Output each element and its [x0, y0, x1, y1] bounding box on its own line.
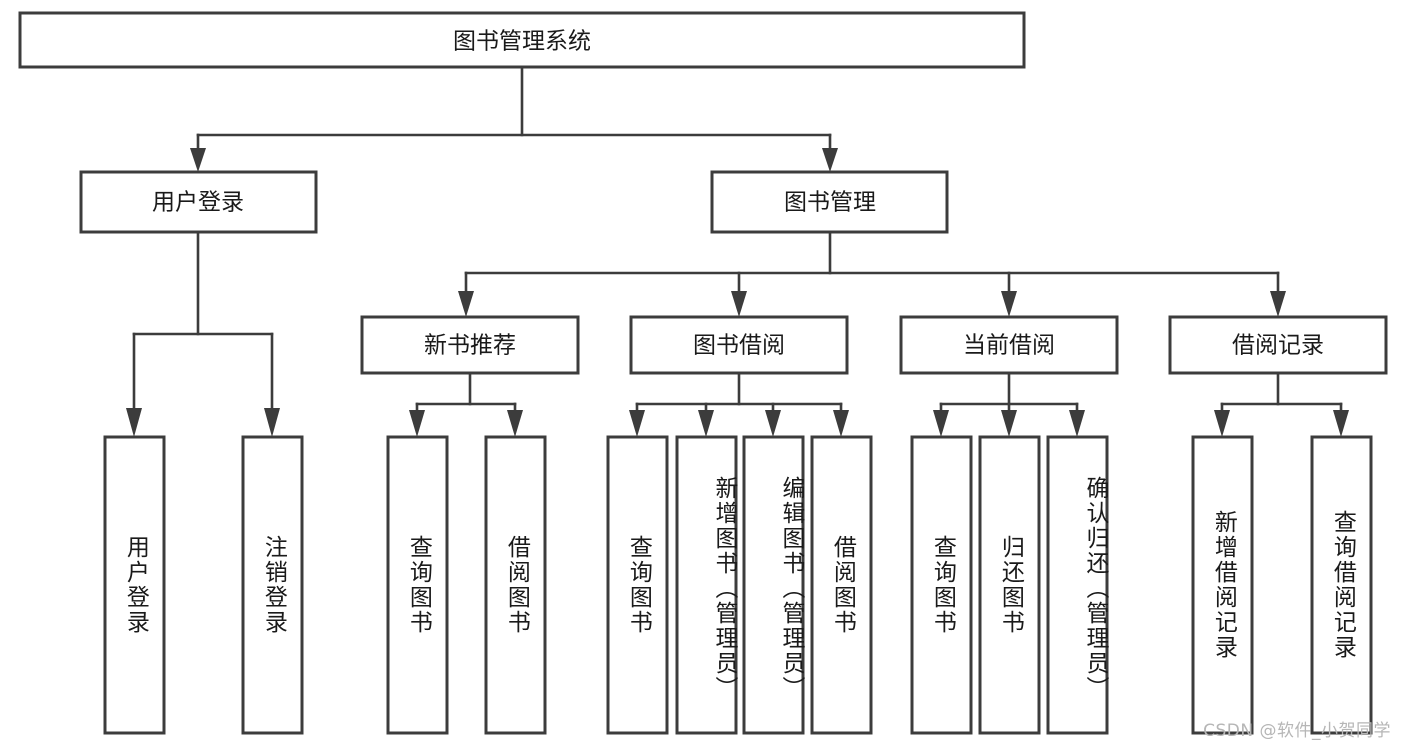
arrow-to-user-login [190, 148, 206, 172]
node-user-login-label: 用户登录 [152, 190, 244, 216]
arrow-to-borrow-record [1270, 291, 1286, 317]
leaf-box-borrow-book-1[interactable] [484, 435, 547, 735]
arrow-to-leaf-query-book-1 [409, 410, 425, 437]
arrow-to-leaf-edit-book [765, 410, 781, 437]
node-book-borrow-label: 图书借阅 [693, 333, 785, 359]
leaf-box-confirm-return[interactable] [1046, 435, 1109, 735]
node-book-manage-label: 图书管理 [784, 190, 876, 216]
leaf-box-layer [103, 435, 1373, 735]
node-root-box[interactable] [18, 11, 1026, 69]
arrow-to-leaf-add-book [698, 410, 714, 437]
node-borrow-record-label: 借阅记录 [1232, 333, 1324, 359]
arrow-to-leaf-borrow-book-1 [507, 410, 523, 437]
node-book-manage[interactable]: 图书管理 [710, 170, 949, 234]
leaf-box-add-record[interactable] [1191, 435, 1254, 735]
arrow-to-leaf-query-book-3 [933, 410, 949, 437]
node-book-borrow[interactable]: 图书借阅 [629, 315, 849, 375]
node-borrow-record[interactable]: 借阅记录 [1168, 315, 1388, 375]
arrow-to-leaf-confirm-return [1069, 410, 1085, 437]
arrow-to-book-manage [822, 148, 838, 172]
leaf-box-query-record[interactable] [1310, 435, 1373, 735]
node-book-manage-box[interactable] [710, 170, 949, 234]
node-current-borrow-label: 当前借阅 [963, 333, 1055, 359]
leaf-box-add-book[interactable] [675, 435, 738, 735]
leaf-box-return-book[interactable] [978, 435, 1041, 735]
node-root[interactable]: 图书管理系统 [18, 11, 1026, 69]
node-borrow-record-box[interactable] [1168, 315, 1388, 375]
leaf-box-query-book-3[interactable] [910, 435, 973, 735]
arrow-to-leaf-borrow-book-2 [833, 410, 849, 437]
arrow-to-leaf-query-book-2 [629, 410, 645, 437]
node-user-login-box[interactable] [79, 170, 318, 234]
node-current-borrow[interactable]: 当前借阅 [899, 315, 1119, 375]
node-user-login[interactable]: 用户登录 [79, 170, 318, 234]
connector-layer [126, 65, 1349, 437]
csdn-watermark: CSDN @软件_小贺同学 [1203, 721, 1391, 741]
node-new-book-recommend-box[interactable] [360, 315, 580, 375]
leaf-box-query-book-2[interactable] [606, 435, 669, 735]
leaf-box-logout[interactable] [241, 435, 304, 735]
arrow-to-current-borrow [1001, 291, 1017, 317]
leaf-box-edit-book[interactable] [742, 435, 805, 735]
node-root-label: 图书管理系统 [453, 29, 591, 55]
arrow-to-book-borrow [731, 291, 747, 317]
arrow-to-leaf-logout [264, 408, 280, 437]
arrow-to-leaf-return-book [1001, 410, 1017, 437]
leaf-box-user-login[interactable] [103, 435, 166, 735]
arrow-to-leaf-add-record [1214, 410, 1230, 437]
node-book-borrow-box[interactable] [629, 315, 849, 375]
arrow-to-leaf-query-record [1333, 410, 1349, 437]
arrow-to-leaf-user-login [126, 408, 142, 437]
node-current-borrow-box[interactable] [899, 315, 1119, 375]
node-new-book-recommend[interactable]: 新书推荐 [360, 315, 580, 375]
node-new-book-recommend-label: 新书推荐 [424, 333, 516, 359]
arrow-to-new-book-recommend [458, 291, 474, 317]
leaf-box-borrow-book-2[interactable] [810, 435, 873, 735]
leaf-box-query-book-1[interactable] [386, 435, 449, 735]
